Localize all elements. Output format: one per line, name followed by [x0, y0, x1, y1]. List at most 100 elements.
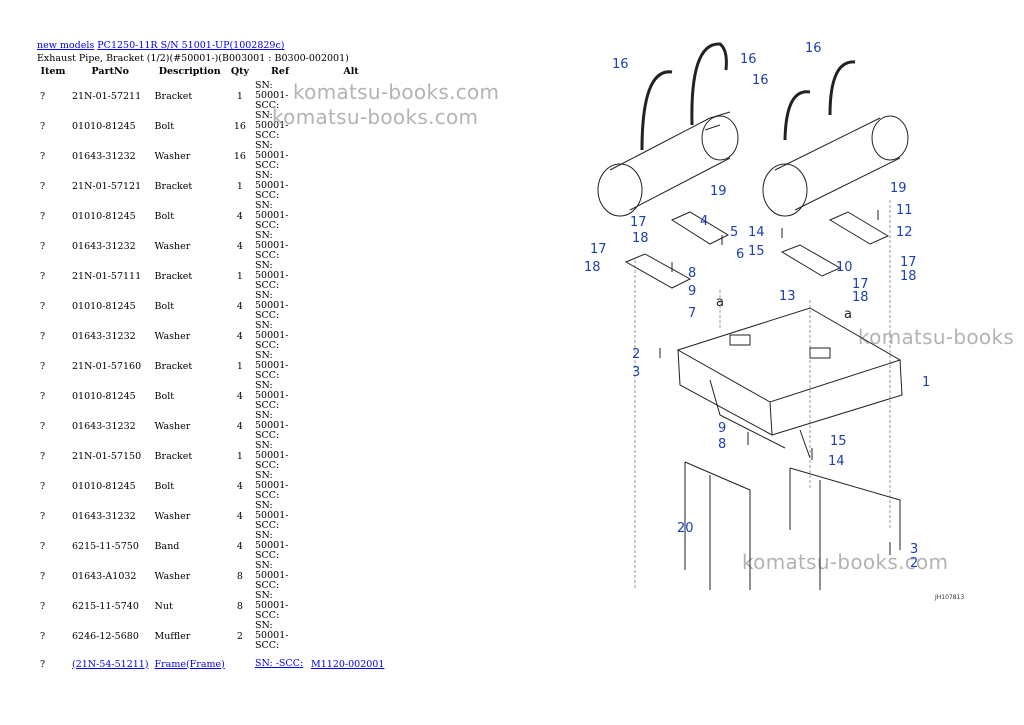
cell-item: ?	[40, 510, 46, 522]
header-partno: PartNo	[91, 66, 129, 77]
cell-ref: SN: 50001-SCC:	[255, 440, 289, 471]
cell-description: Bolt	[154, 480, 175, 492]
callout-label: 8	[718, 437, 726, 452]
callout-label: 8	[688, 266, 696, 281]
cell-item: ?	[40, 210, 46, 222]
cell-alt	[308, 171, 394, 201]
leader-lines	[634, 200, 891, 590]
cell-partno: 01010-81245	[72, 480, 136, 492]
callout-label: 17	[630, 215, 647, 230]
cell-partno: 01010-81245	[72, 390, 136, 402]
cell-alt	[308, 261, 394, 291]
cell-item: ?	[40, 630, 46, 642]
cell-description: Bracket	[154, 180, 193, 192]
cell-qty: 4	[236, 300, 243, 312]
cell-qty: 16	[233, 120, 246, 132]
lower-frame	[684, 461, 901, 590]
cell-qty: 4	[236, 390, 243, 402]
cell-alt	[308, 621, 394, 651]
cell-ref: SN: 50001-SCC:	[255, 140, 289, 171]
callout-label: 16	[752, 73, 769, 88]
cell-description: Washer	[154, 240, 191, 252]
cell-item: ?	[40, 150, 46, 162]
cell-description: Bolt	[154, 120, 175, 132]
callout-label: 19	[710, 184, 727, 199]
callout-label: 13	[779, 289, 796, 304]
cell-item: ?	[40, 450, 46, 462]
cell-alt	[308, 471, 394, 501]
cell-item: ?	[40, 658, 46, 670]
watermark: komatsu-books	[858, 325, 1015, 349]
cell-description: Bracket	[154, 90, 193, 102]
cell-alt	[308, 141, 394, 171]
cell-ref: SN: 50001-SCC:	[255, 620, 289, 651]
cell-partno: 01643-31232	[72, 510, 136, 522]
ref-link[interactable]: SN: -SCC:	[255, 658, 304, 669]
cell-item: ?	[40, 90, 46, 102]
cell-description: Bracket	[154, 270, 193, 282]
cell-description: Washer	[154, 510, 191, 522]
cell-partno: 21N-01-57160	[72, 360, 142, 372]
cell-item: ?	[40, 540, 46, 552]
cell-partno: 01643-31232	[72, 150, 136, 162]
callout-label: 5	[730, 225, 738, 240]
cell-ref: SN: 50001-SCC:	[255, 470, 289, 501]
cell-description: Washer	[154, 330, 191, 342]
cell-ref: SN: 50001-SCC:	[255, 320, 289, 351]
muffler-right	[762, 115, 909, 217]
cell-ref: SN: 50001-SCC:	[255, 260, 289, 291]
cell-alt	[308, 561, 394, 591]
cell-ref: SN: 50001-SCC:	[255, 500, 289, 531]
partno-link[interactable]: (21N-54-51211)	[72, 658, 149, 670]
parts-table-header: Item PartNo Description Qty Ref Alt	[36, 64, 394, 81]
cell-description: Band	[154, 540, 180, 552]
cell-qty: 2	[236, 630, 243, 642]
cell-item: ?	[40, 390, 46, 402]
table-row-frame-link: ? (21N-54-51211) Frame(Frame) SN: -SCC: M112…	[36, 651, 394, 677]
cell-item: ?	[40, 300, 46, 312]
cell-partno: 01643-A1032	[72, 570, 137, 582]
header-description: Description	[158, 66, 221, 77]
cell-item: ?	[40, 330, 46, 342]
cell-ref: SN: 50001-SCC:	[255, 290, 289, 321]
cell-partno: 01643-31232	[72, 420, 136, 432]
callout-label: 16	[805, 41, 822, 56]
cell-alt	[308, 501, 394, 531]
alt-link[interactable]: M1120-002001	[311, 658, 385, 670]
cell-partno: 01643-31232	[72, 240, 136, 252]
cell-description: Nut	[154, 600, 173, 612]
diagram-line-art	[597, 42, 909, 590]
cell-ref: SN: 50001-SCC:	[255, 80, 289, 111]
callout-label: 6	[736, 247, 744, 262]
cell-ref: SN: 50001-SCC:	[255, 380, 289, 411]
cell-ref: SN: 50001-SCC:	[255, 230, 289, 261]
cell-qty: 4	[236, 240, 243, 252]
breadcrumb-model-link[interactable]: PC1250-11R S/N 51001-UP(1002829c)	[97, 40, 285, 51]
cell-alt	[308, 591, 394, 621]
diagram-code: JH107813	[934, 594, 964, 601]
cell-item: ?	[40, 360, 46, 372]
cell-item: ?	[40, 570, 46, 582]
cell-partno: 21N-01-57121	[72, 180, 142, 192]
description-link[interactable]: Frame(Frame)	[154, 658, 225, 670]
breadcrumb-new-models-link[interactable]: new models	[37, 40, 95, 51]
cell-partno: 6246-12-5680	[72, 630, 139, 642]
header-item: Item	[40, 66, 66, 77]
callout-label: 17	[852, 277, 869, 292]
callout-label: 14	[748, 225, 765, 240]
callout-label: 9	[688, 284, 696, 299]
cell-qty: 4	[236, 210, 243, 222]
watermark: komatsu-books.com	[272, 105, 479, 129]
cell-alt	[308, 201, 394, 231]
callout-label: 14	[828, 454, 845, 469]
